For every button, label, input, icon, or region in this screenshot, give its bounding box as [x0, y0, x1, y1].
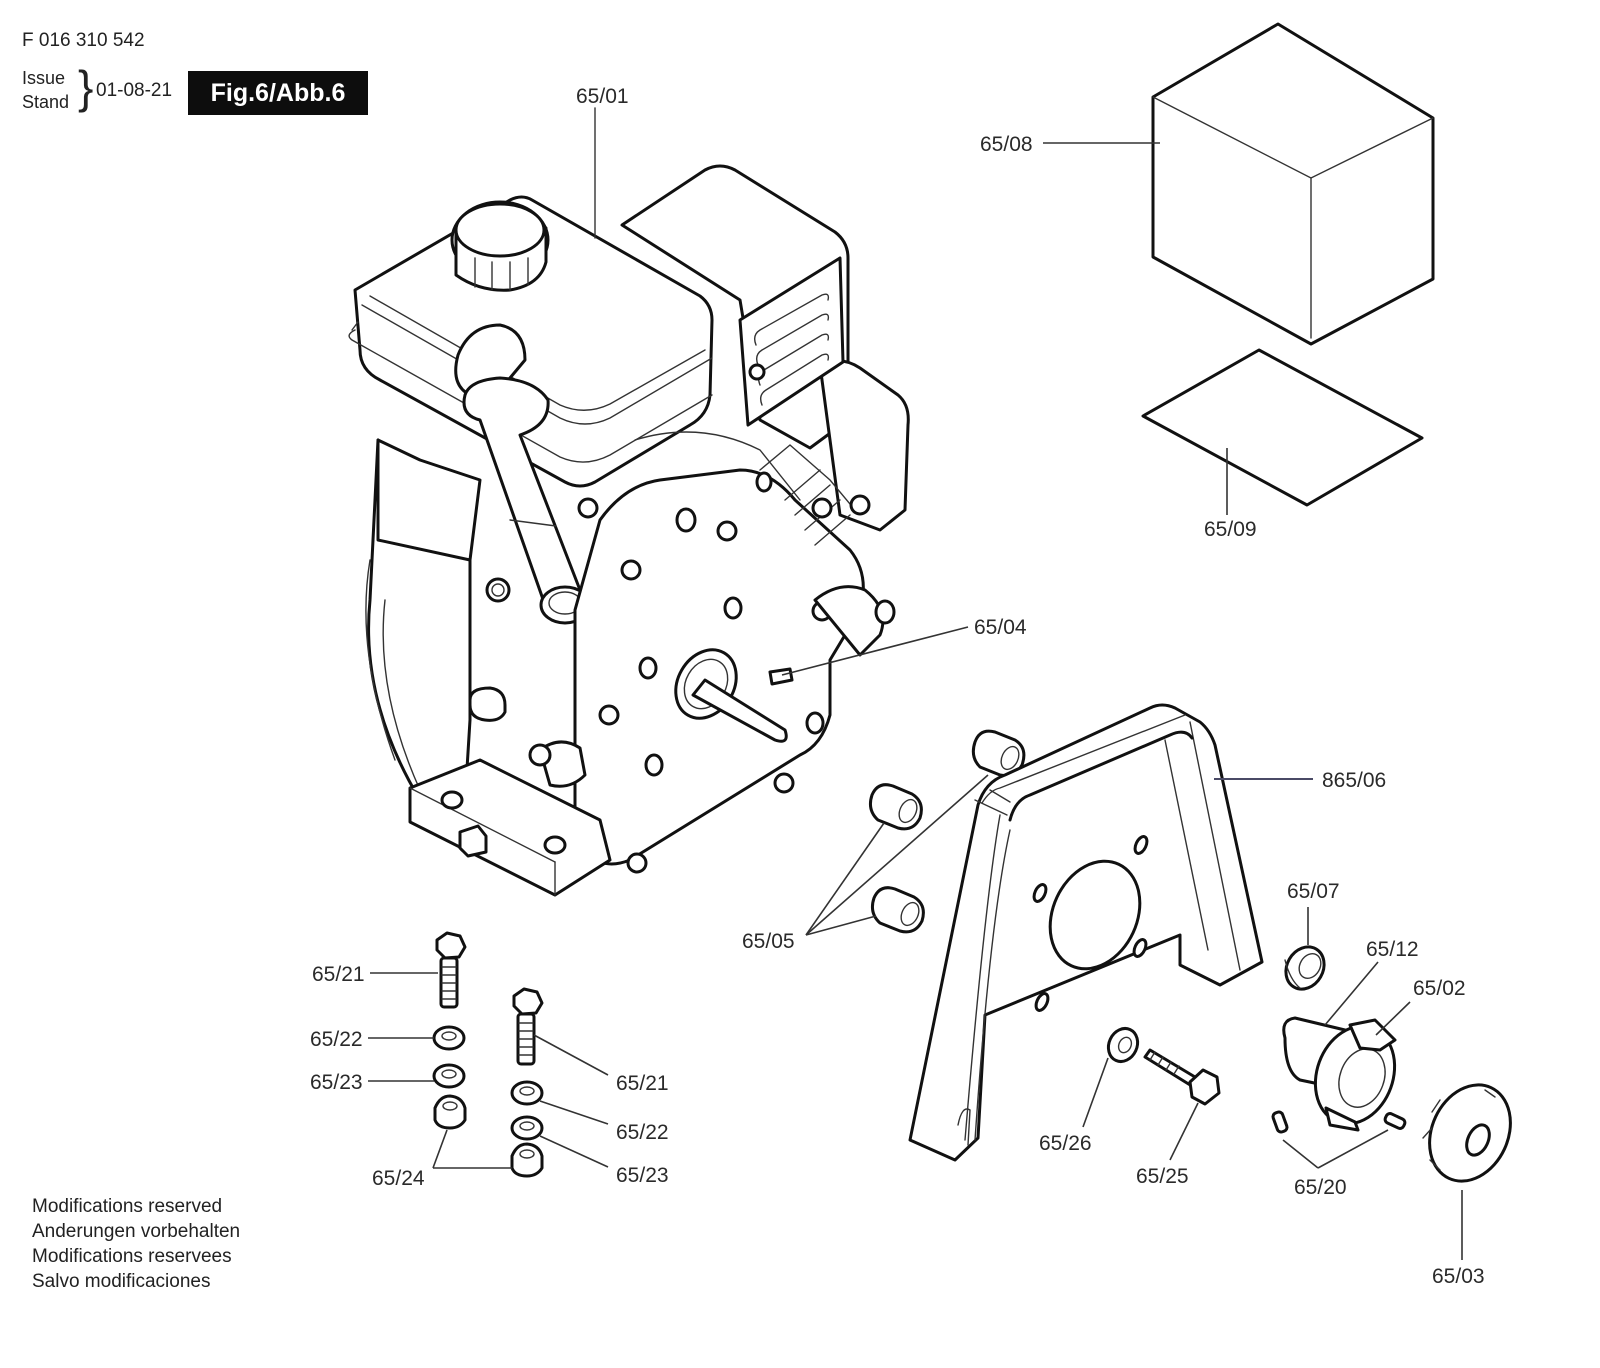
part-65-22-washer-left[interactable]: [432, 1025, 466, 1051]
label-65-08[interactable]: 65/08: [980, 133, 1033, 156]
label-65-09[interactable]: 65/09: [1204, 518, 1257, 541]
part-65-07-bushing[interactable]: [1278, 940, 1331, 996]
issue-label: Issue: [22, 68, 66, 88]
part-65-22-washer-right[interactable]: [510, 1080, 544, 1106]
leader-65-04: [781, 626, 969, 676]
part-65-24-nut-left[interactable]: [433, 1094, 467, 1130]
notice-line-fr: Modifications reservees: [32, 1246, 232, 1267]
leader-65-02: [1375, 1001, 1411, 1036]
part-65-05-spacers[interactable]: [869, 729, 1026, 934]
part-65-20-setscrews[interactable]: [1271, 1110, 1407, 1134]
stand-label: Stand: [22, 92, 70, 112]
part-65-03-nut[interactable]: [1414, 1072, 1525, 1195]
leader-65-25: [1169, 1102, 1199, 1161]
figure-badge: Fig.6/Abb.6: [188, 71, 368, 115]
leader-65-05: [805, 774, 989, 936]
label-65-21-left[interactable]: 65/21: [312, 963, 365, 986]
part-65-08-box[interactable]: [1151, 22, 1435, 346]
leader-65-23-right: [539, 1135, 609, 1168]
notice-line-de: Anderungen vorbehalten: [32, 1221, 241, 1242]
part-65-09-sheet[interactable]: [1141, 348, 1424, 507]
label-65-21-right[interactable]: 65/21: [616, 1072, 669, 1095]
part-65-23-washer-right[interactable]: [510, 1115, 544, 1141]
brace-symbol: }: [78, 61, 94, 113]
label-65-22-left[interactable]: 65/22: [310, 1028, 363, 1051]
leader-65-26: [1082, 1057, 1109, 1128]
label-65-02[interactable]: 65/02: [1413, 977, 1466, 1000]
notice-line-es: Salvo modificaciones: [32, 1271, 211, 1292]
label-65-03[interactable]: 65/03: [1432, 1265, 1485, 1288]
part-65-26-washer[interactable]: [1103, 1024, 1143, 1067]
leader-65-24: [432, 1129, 512, 1169]
notice-line-en: Modifications reserved: [32, 1196, 223, 1217]
label-65-23-left[interactable]: 65/23: [310, 1071, 363, 1094]
label-65-12[interactable]: 65/12: [1366, 938, 1419, 961]
part-65-02-key[interactable]: [1348, 1018, 1397, 1052]
figure-badge-text: Fig.6/Abb.6: [210, 78, 346, 107]
leader-65-21-right: [533, 1034, 609, 1076]
label-65-01[interactable]: 65/01: [576, 85, 629, 108]
part-865-06-bracket[interactable]: [908, 703, 1264, 1162]
issue-stand-labels: Issue Stand: [22, 66, 69, 114]
document-number: F 016 310 542: [22, 30, 145, 51]
leader-65-12: [1324, 961, 1379, 1026]
label-865-06[interactable]: 865/06: [1322, 769, 1386, 792]
leader-65-20: [1282, 1129, 1389, 1169]
part-65-21-bolt-right[interactable]: [512, 987, 544, 1066]
part-65-25-bolt[interactable]: [1143, 1048, 1221, 1106]
part-65-01-engine[interactable]: [348, 107, 910, 897]
label-65-26[interactable]: 65/26: [1039, 1132, 1092, 1155]
issue-date: 01-08-21: [96, 80, 173, 101]
label-65-05[interactable]: 65/05: [742, 930, 795, 953]
leader-65-22-right: [539, 1100, 609, 1125]
label-65-20[interactable]: 65/20: [1294, 1176, 1347, 1199]
label-65-25[interactable]: 65/25: [1136, 1165, 1189, 1188]
label-65-23-right[interactable]: 65/23: [616, 1164, 669, 1187]
part-65-23-washer-left[interactable]: [432, 1063, 466, 1089]
label-65-24[interactable]: 65/24: [372, 1167, 425, 1190]
label-65-22-right[interactable]: 65/22: [616, 1121, 669, 1144]
label-65-04[interactable]: 65/04: [974, 616, 1027, 639]
part-65-21-bolt-left[interactable]: [435, 931, 467, 1009]
modifications-notice: Modifications reserved Anderungen vorbeh…: [32, 1194, 240, 1294]
label-65-07[interactable]: 65/07: [1287, 880, 1340, 903]
part-65-24-nut-right[interactable]: [510, 1142, 544, 1178]
